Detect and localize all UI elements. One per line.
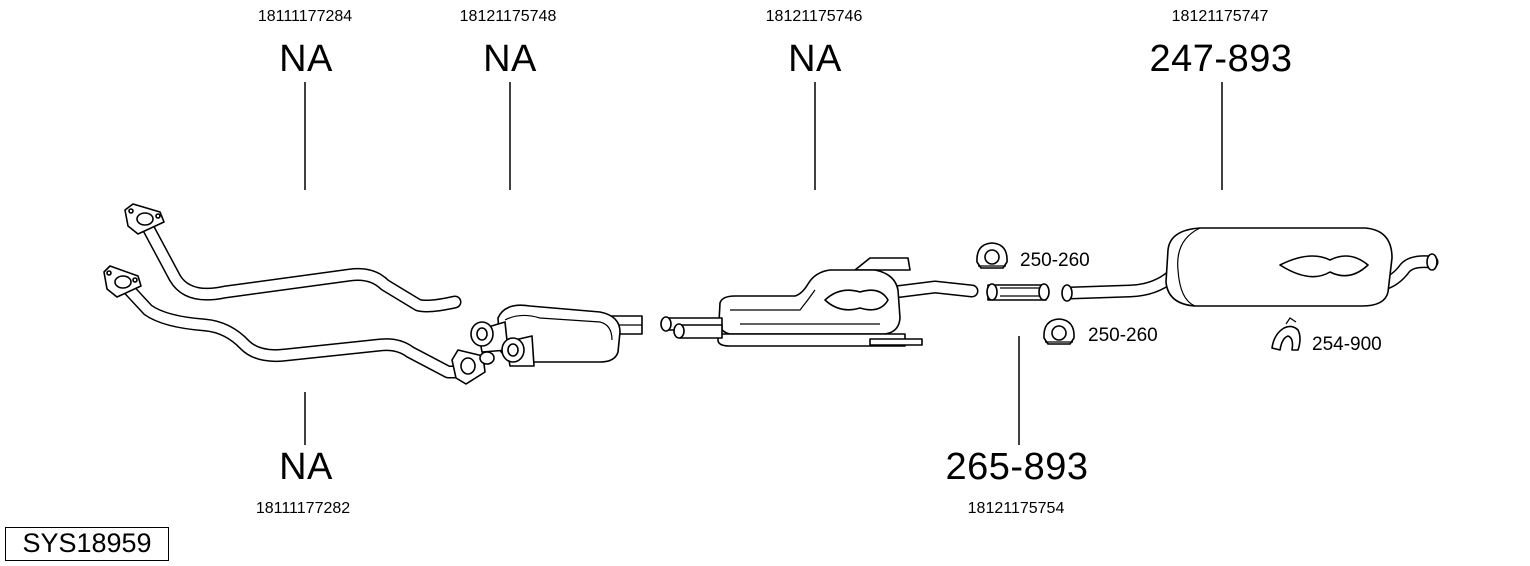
part-code-connector: 265-893 — [945, 446, 1089, 488]
front-silencer — [470, 304, 643, 367]
system-id-label: SYS18959 — [5, 527, 169, 561]
clamp-code-upper: 250-260 — [1020, 250, 1090, 271]
oem-number-front-silencer: 18121175748 — [459, 8, 557, 25]
front-pipe-upper — [124, 203, 462, 313]
part-code-front-pipe-upper: NA — [279, 38, 333, 80]
front-pipe-lower — [103, 265, 486, 385]
part-code-rear-silencer: 247-893 — [1149, 38, 1293, 80]
oem-number-rear-silencer: 18121175747 — [1171, 8, 1269, 25]
oem-number-front-pipe-lower: 18111177282 — [255, 500, 351, 517]
hanger-code: 254-900 — [1312, 334, 1382, 355]
clamp-code-lower: 250-260 — [1088, 325, 1158, 346]
part-code-front-pipe-lower: NA — [279, 446, 333, 488]
clamp-icon-upper — [976, 242, 1008, 269]
clamp-icon-lower — [1043, 318, 1075, 345]
oem-number-front-pipe-upper: 18111177284 — [257, 8, 353, 25]
middle-silencer — [660, 257, 979, 347]
hanger-icon — [1271, 317, 1301, 351]
oem-number-connector: 18121175754 — [967, 500, 1065, 517]
part-code-middle-silencer: NA — [788, 38, 842, 80]
rear-silencer — [1061, 227, 1439, 307]
connector-sleeve — [986, 283, 1050, 301]
part-code-front-silencer: NA — [483, 38, 537, 80]
oem-number-middle-silencer: 18121175746 — [765, 8, 863, 25]
